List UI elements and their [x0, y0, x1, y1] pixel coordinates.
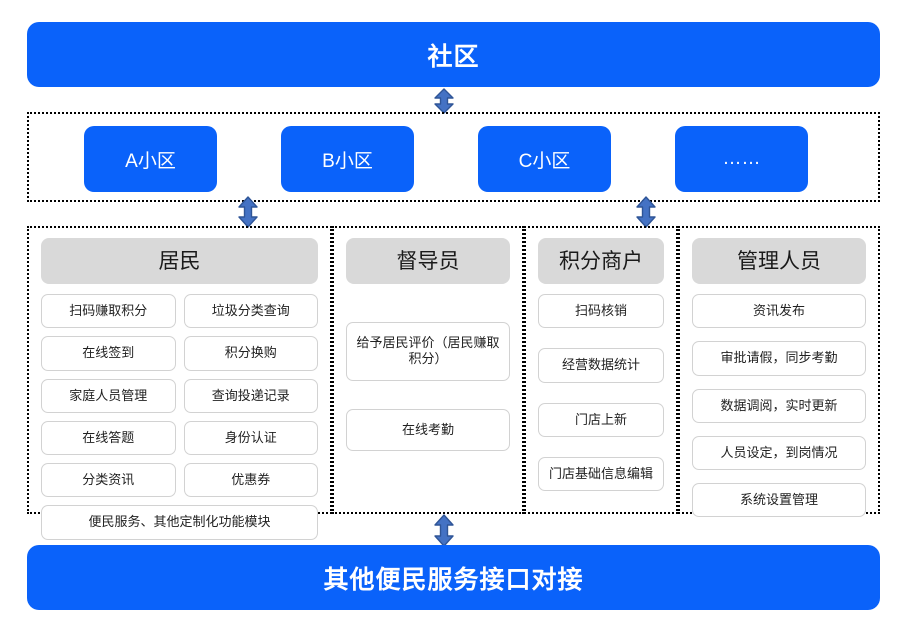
community-banner: 社区: [27, 22, 880, 87]
estate-label: A小区: [125, 150, 176, 172]
estate-chip-a[interactable]: A小区: [84, 126, 217, 192]
role-title-merchant: 积分商户: [538, 238, 664, 284]
role-title-supervisor: 督导员: [346, 238, 510, 284]
role-item[interactable]: 优惠券: [183, 463, 318, 498]
community-to-estates-arrow: [432, 88, 456, 114]
role-item[interactable]: 在线签到: [41, 336, 176, 371]
role-item[interactable]: 人员设定，到岗情况: [692, 435, 866, 470]
role-item[interactable]: 数据调阅，实时更新: [692, 388, 866, 423]
role-title-manager: 管理人员: [692, 238, 866, 284]
role-item[interactable]: 积分换购: [183, 336, 318, 371]
services-interface-banner-label: 其他便民服务接口对接: [323, 565, 584, 594]
community-banner-label: 社区: [427, 42, 480, 71]
role-item[interactable]: 系统设置管理: [692, 483, 866, 518]
role-item[interactable]: 资讯发布: [692, 294, 866, 329]
role-item[interactable]: 家庭人员管理: [41, 378, 176, 413]
role-column-supervisor: 督导员 给予居民评价（居民赚取积分） 在线考勤: [332, 226, 524, 514]
role-items-supervisor: 给予居民评价（居民赚取积分） 在线考勤: [346, 294, 510, 502]
role-column-residents: 居民 扫码赚取积分 垃圾分类查询 在线签到 积分换购 家庭人员管理 查询投递记录…: [27, 226, 332, 540]
role-item[interactable]: 查询投递记录: [183, 378, 318, 413]
role-item[interactable]: 在线考勤: [346, 408, 510, 451]
role-item[interactable]: 身份认证: [183, 420, 318, 455]
estates-to-roles-right-arrow: [634, 196, 658, 228]
estate-label: C小区: [518, 150, 571, 172]
role-column-merchant: 积分商户 扫码核销 经营数据统计 门店上新 门店基础信息编辑: [524, 226, 678, 514]
estate-chip-more[interactable]: ……: [675, 126, 808, 192]
role-item[interactable]: 在线答题: [41, 420, 176, 455]
estate-chip-c[interactable]: C小区: [478, 126, 611, 192]
role-column-manager: 管理人员 资讯发布 审批请假，同步考勤 数据调阅，实时更新 人员设定，到岗情况 …: [678, 226, 880, 518]
role-item[interactable]: 扫码核销: [538, 294, 664, 329]
role-items-merchant: 扫码核销 经营数据统计 门店上新 门店基础信息编辑: [538, 294, 664, 502]
role-item[interactable]: 垃圾分类查询: [183, 294, 318, 329]
role-title-residents: 居民: [41, 238, 318, 284]
role-item[interactable]: 便民服务、其他定制化功能模块: [41, 505, 318, 540]
double-arrow-icon: [636, 196, 656, 228]
estate-label: ……: [722, 148, 761, 169]
double-arrow-icon: [434, 514, 454, 547]
role-item[interactable]: 分类资讯: [41, 463, 176, 498]
role-item[interactable]: 门店基础信息编辑: [538, 456, 664, 491]
estate-chip-b[interactable]: B小区: [281, 126, 414, 192]
estate-label: B小区: [322, 150, 373, 172]
role-item[interactable]: 扫码赚取积分: [41, 294, 176, 329]
double-arrow-icon: [434, 88, 454, 114]
role-item[interactable]: 门店上新: [538, 402, 664, 437]
roles-to-services-arrow: [432, 514, 456, 547]
role-items-residents: 扫码赚取积分 垃圾分类查询 在线签到 积分换购 家庭人员管理 查询投递记录 在线…: [41, 294, 318, 540]
services-interface-banner: 其他便民服务接口对接: [27, 545, 880, 610]
role-item[interactable]: 经营数据统计: [538, 348, 664, 383]
roles-row: 居民 扫码赚取积分 垃圾分类查询 在线签到 积分换购 家庭人员管理 查询投递记录…: [27, 226, 880, 540]
estates-zone: [27, 112, 880, 202]
double-arrow-icon: [238, 196, 258, 228]
estates-to-roles-left-arrow: [236, 196, 260, 228]
role-item[interactable]: 审批请假，同步考勤: [692, 341, 866, 376]
role-item[interactable]: 给予居民评价（居民赚取积分）: [346, 322, 510, 381]
role-items-manager: 资讯发布 审批请假，同步考勤 数据调阅，实时更新 人员设定，到岗情况 系统设置管…: [692, 294, 866, 518]
